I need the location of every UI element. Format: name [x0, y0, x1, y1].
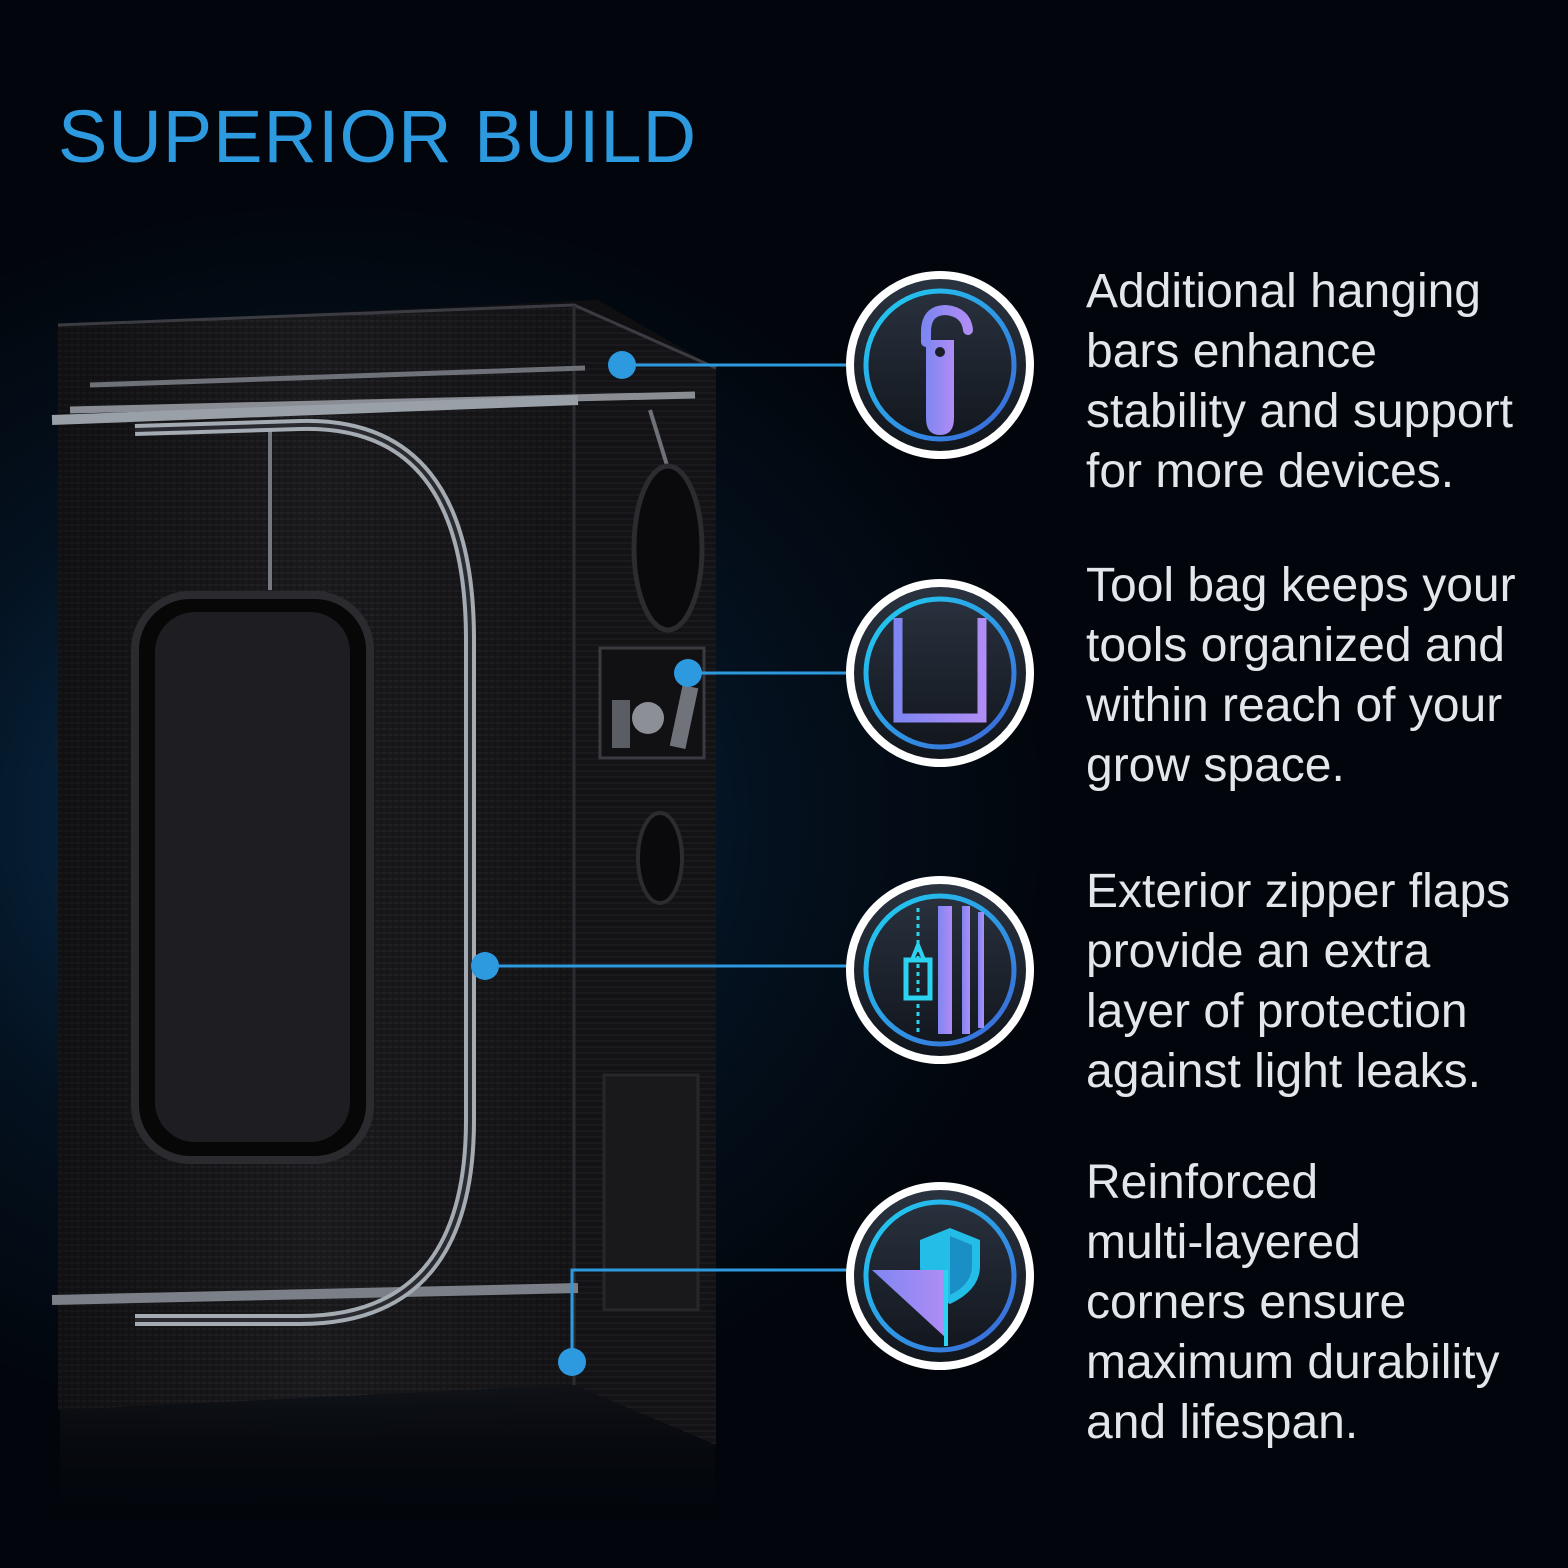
callout-lines: [485, 363, 848, 1362]
window-flap: [131, 591, 374, 1164]
door-zipper: [134, 418, 476, 1326]
callout-dot-corners: [558, 1348, 586, 1376]
reinforced-corner-shield-icon: [846, 1182, 1034, 1370]
feature-text-hanging-bars: Additional hanging bars enhance stabilit…: [1086, 265, 1513, 498]
floor-reflection: [60, 1385, 715, 1540]
zipper-flap-icon: [846, 876, 1034, 1064]
callout-dot-zipper-flaps: [471, 952, 499, 980]
feature-text-zipper-flaps: Exterior zipper flaps provide an extra l…: [1086, 865, 1511, 1098]
side-details: [598, 463, 706, 1312]
hanging-hook-icon: [846, 271, 1034, 459]
feature-text-reinforced-corners: Reinforced multi-layered corners ensure …: [1086, 1156, 1500, 1449]
callout-dots: [471, 351, 702, 1376]
feature-text-tool-bag: Tool bag keeps your tools organized and …: [1086, 559, 1516, 792]
headline: SUPERIOR BUILD: [58, 95, 698, 178]
callout-dot-hanging-bars: [608, 351, 636, 379]
callout-dot-tool-bag: [674, 659, 702, 687]
tool-bag-icon: [846, 579, 1034, 767]
